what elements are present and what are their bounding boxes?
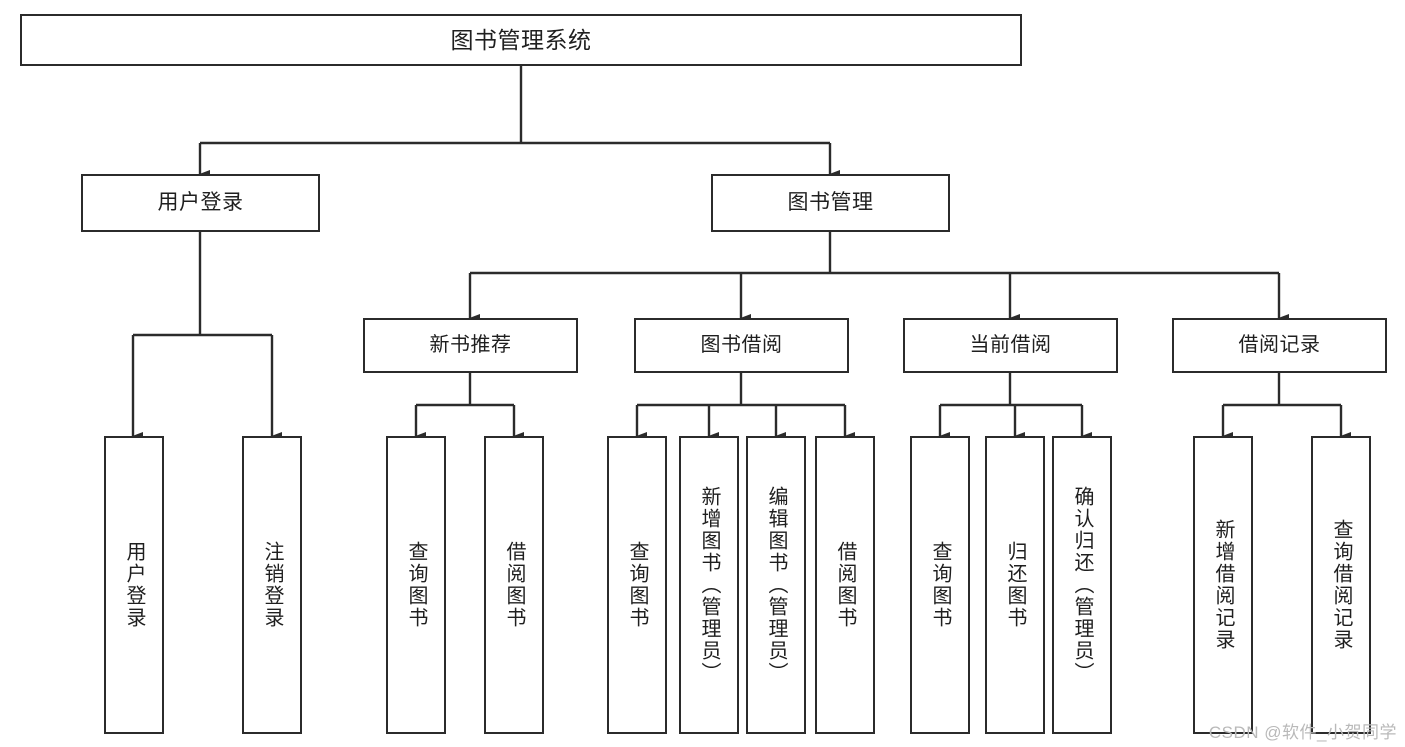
- node-label: 编辑图书（管理员）: [765, 486, 787, 684]
- node-level2-0[interactable]: 新书推荐: [363, 318, 578, 373]
- node-leaf-7[interactable]: 借阅图书: [815, 436, 875, 734]
- node-label: 图书借阅: [700, 334, 783, 357]
- node-label: 图书管理: [787, 191, 874, 215]
- node-label: 归还图书: [1004, 541, 1026, 629]
- node-label: 查询图书: [405, 541, 427, 629]
- node-label: 查询借阅记录: [1330, 519, 1352, 651]
- node-leaf-9[interactable]: 归还图书: [985, 436, 1045, 734]
- node-level2-2[interactable]: 当前借阅: [903, 318, 1118, 373]
- node-leaf-6[interactable]: 编辑图书（管理员）: [746, 436, 806, 734]
- node-label: 图书管理系统: [450, 26, 592, 53]
- node-root[interactable]: 图书管理系统: [20, 14, 1022, 66]
- node-label: 查询图书: [626, 541, 648, 629]
- csdn-watermark: CSDN @软件_小贺同学: [1208, 723, 1397, 742]
- node-leaf-0[interactable]: 用户登录: [104, 436, 164, 734]
- node-leaf-12[interactable]: 查询借阅记录: [1311, 436, 1371, 734]
- node-leaf-5[interactable]: 新增图书（管理员）: [679, 436, 739, 734]
- node-level2-3[interactable]: 借阅记录: [1172, 318, 1387, 373]
- node-label: 当前借阅: [969, 334, 1052, 357]
- node-label: 注销登录: [261, 541, 283, 629]
- node-label: 确认归还（管理员）: [1071, 486, 1093, 684]
- node-label: 借阅记录: [1238, 334, 1321, 357]
- node-label: 新增图书（管理员）: [698, 486, 720, 684]
- node-leaf-2[interactable]: 查询图书: [386, 436, 446, 734]
- node-label: 借阅图书: [834, 541, 856, 629]
- node-leaf-10[interactable]: 确认归还（管理员）: [1052, 436, 1112, 734]
- node-label: 用户登录: [157, 191, 244, 215]
- node-label: 查询图书: [929, 541, 951, 629]
- node-leaf-1[interactable]: 注销登录: [242, 436, 302, 734]
- node-leaf-8[interactable]: 查询图书: [910, 436, 970, 734]
- node-label: 用户登录: [123, 541, 145, 629]
- node-label: 借阅图书: [503, 541, 525, 629]
- node-level1-0[interactable]: 用户登录: [81, 174, 320, 232]
- node-leaf-3[interactable]: 借阅图书: [484, 436, 544, 734]
- node-leaf-4[interactable]: 查询图书: [607, 436, 667, 734]
- node-label: 新增借阅记录: [1212, 519, 1234, 651]
- node-level2-1[interactable]: 图书借阅: [634, 318, 849, 373]
- node-level1-1[interactable]: 图书管理: [711, 174, 950, 232]
- node-leaf-11[interactable]: 新增借阅记录: [1193, 436, 1253, 734]
- node-label: 新书推荐: [429, 334, 512, 357]
